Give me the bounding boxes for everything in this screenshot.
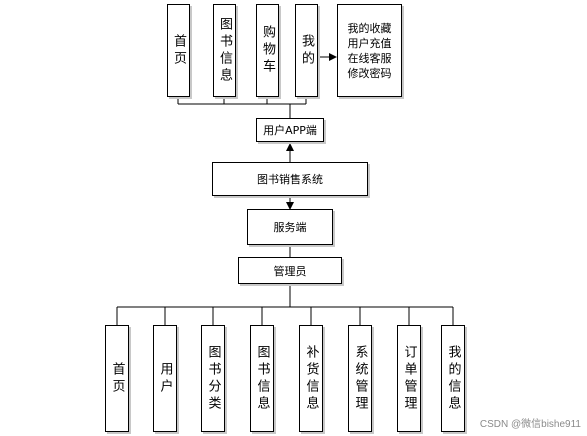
node-server-label: 服务端 <box>273 221 307 234</box>
favorites-item: 用户充值 <box>347 36 392 50</box>
top-module-home: 首页 <box>167 4 190 97</box>
node-server: 服务端 <box>247 209 333 245</box>
bottom-module-label: 我的信息 <box>445 344 461 413</box>
bottom-module-1: 首页 <box>105 325 129 432</box>
node-user-app-label: 用户APP端 <box>263 124 317 137</box>
bottom-module-label: 首页 <box>109 361 125 396</box>
top-module-mine: 我的 <box>295 4 318 97</box>
node-system-label: 图书销售系统 <box>257 173 323 186</box>
bottom-module-label: 订单管理 <box>401 344 417 413</box>
favorites-item: 我的收藏 <box>347 21 392 35</box>
bottom-module-label: 补货信息 <box>303 344 319 413</box>
watermark: CSDN @微信bishe911 <box>479 419 581 430</box>
bottom-module-6: 系统管理 <box>348 325 372 432</box>
bottom-module-label: 用户 <box>157 361 173 396</box>
favorites-box: 我的收藏 用户充值 在线客服 修改密码 <box>337 4 402 97</box>
bottom-module-7: 订单管理 <box>397 325 421 432</box>
top-module-cart: 购物车 <box>256 4 279 97</box>
bottom-module-label: 系统管理 <box>352 344 368 413</box>
node-admin: 管理员 <box>238 257 342 284</box>
top-module-books-label: 图书信息 <box>217 16 232 85</box>
top-module-home-label: 首页 <box>171 33 186 68</box>
bottom-module-4: 图书信息 <box>250 325 274 432</box>
node-user-app: 用户APP端 <box>256 118 324 142</box>
favorites-item: 在线客服 <box>347 51 392 65</box>
favorites-box-text: 我的收藏 用户充值 在线客服 修改密码 <box>344 21 396 81</box>
top-module-books: 图书信息 <box>213 4 236 97</box>
bottom-module-8: 我的信息 <box>441 325 465 432</box>
top-module-cart-label: 购物车 <box>260 25 275 76</box>
bottom-module-2: 用户 <box>153 325 177 432</box>
node-system: 图书销售系统 <box>212 162 368 196</box>
favorites-item: 修改密码 <box>347 66 392 80</box>
bottom-module-label: 图书分类 <box>205 344 221 413</box>
bottom-module-5: 补货信息 <box>299 325 323 432</box>
node-admin-label: 管理员 <box>273 264 307 278</box>
top-module-mine-label: 我的 <box>299 33 314 68</box>
bottom-module-label: 图书信息 <box>254 344 270 413</box>
bottom-module-3: 图书分类 <box>201 325 225 432</box>
